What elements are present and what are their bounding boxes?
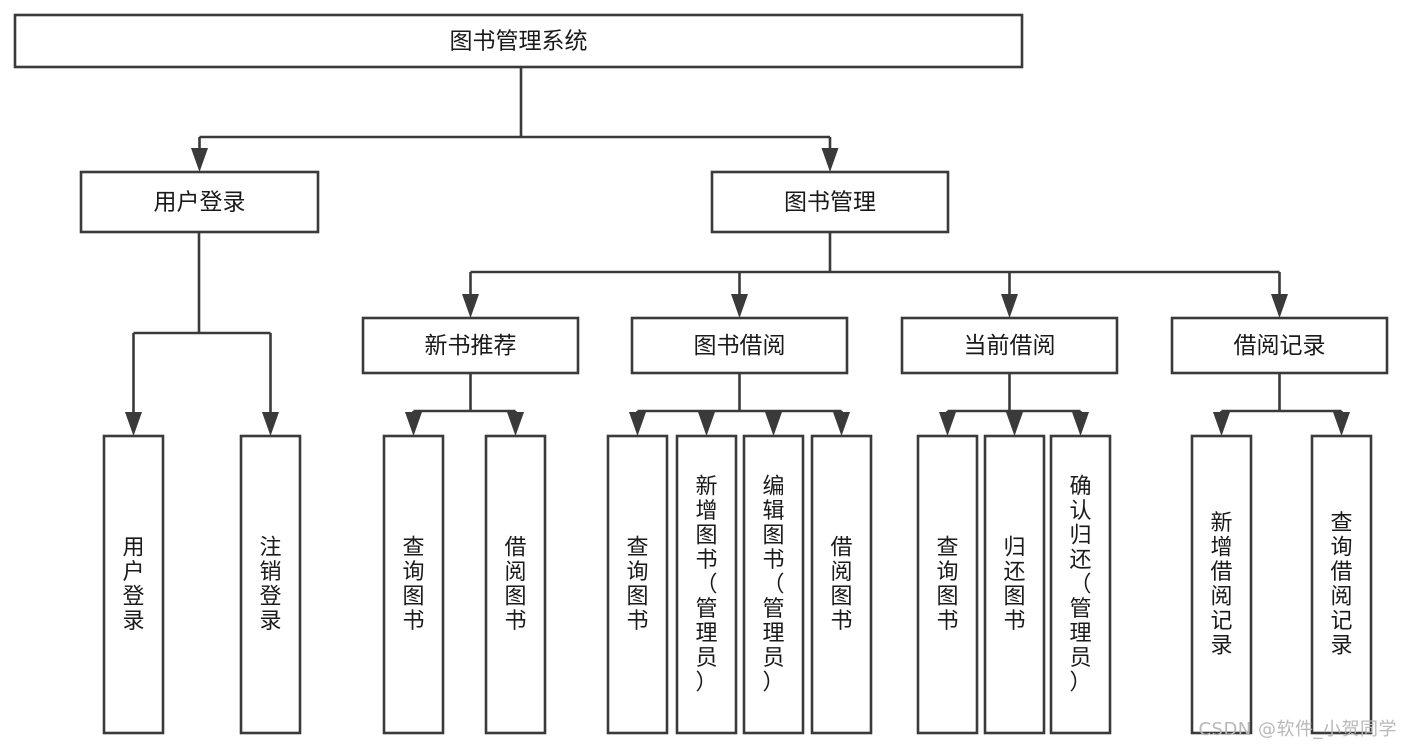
node-label-user-login: 用户登录: [154, 190, 246, 216]
arrow-down-icon-user-login-0: [125, 412, 142, 436]
node-leaf-query-borrow-record[interactable]: 查询借阅记录: [1310, 434, 1373, 735]
node-undefined[interactable]: 图书管理系统: [13, 13, 1024, 69]
node-leaf-user-login[interactable]: 用户登录: [102, 434, 165, 735]
node-leaf-confirm-return-admin[interactable]: 确认归还（管理员）: [1049, 434, 1112, 735]
arrow-down-icon-borrow-record-0: [1213, 412, 1230, 436]
node-leaf-query-book-current[interactable]: 查询图书: [916, 434, 979, 735]
node-label-new-book-recommend: 新书推荐: [425, 333, 517, 359]
node-box-book-manage: [710, 170, 950, 234]
arrow-down-icon-user-login-1: [262, 412, 279, 436]
node-box-leaf-user-logout: [239, 434, 302, 735]
node-leaf-add-book-admin[interactable]: 新增图书（管理员）: [675, 434, 738, 735]
node-label-undefined: 图书管理系统: [450, 29, 588, 55]
node-box-leaf-add-borrow-record: [1190, 434, 1253, 735]
node-book-manage[interactable]: 图书管理: [710, 170, 950, 234]
node-box-leaf-user-login: [102, 434, 165, 735]
node-new-book-recommend[interactable]: 新书推荐: [361, 316, 580, 375]
arrow-down-icon-book-manage-2: [1001, 294, 1018, 318]
node-label-leaf-borrow-book: 借阅图书: [830, 536, 852, 635]
node-label-leaf-add-book-admin: 新增图书（管理员）: [695, 474, 717, 695]
arrow-down-icon-book-manage-3: [1271, 294, 1288, 318]
node-box-leaf-query-book-current: [916, 434, 979, 735]
arrow-down-icon-new-book-recommend-0: [405, 412, 422, 436]
arrow-down-icon-book-borrow-3: [833, 412, 850, 436]
node-box-leaf-query-borrow-record: [1310, 434, 1373, 735]
arrow-down-icon-new-book-recommend-1: [507, 412, 524, 436]
node-label-leaf-user-login: 用户登录: [122, 536, 144, 635]
node-leaf-borrow-book-recommend[interactable]: 借阅图书: [484, 434, 547, 735]
node-book-borrow[interactable]: 图书借阅: [630, 316, 849, 375]
node-box-user-login: [79, 170, 320, 234]
arrow-down-icon-current-borrow-0: [939, 412, 956, 436]
node-box-leaf-borrow-book: [810, 434, 873, 735]
node-label-leaf-query-book-current: 查询图书: [936, 536, 958, 635]
node-label-leaf-add-borrow-record: 新增借阅记录: [1210, 511, 1232, 659]
arrow-down-icon-root-1: [821, 148, 839, 172]
node-label-borrow-record: 借阅记录: [1234, 333, 1326, 359]
arrow-down-icon-book-borrow-0: [629, 412, 646, 436]
node-label-leaf-borrow-book-recommend: 借阅图书: [504, 536, 526, 635]
node-box-new-book-recommend: [361, 316, 580, 375]
node-leaf-user-logout[interactable]: 注销登录: [239, 434, 302, 735]
node-label-leaf-query-borrow-record: 查询借阅记录: [1330, 511, 1352, 659]
node-leaf-return-book[interactable]: 归还图书: [983, 434, 1046, 735]
node-leaf-query-book-recommend[interactable]: 查询图书: [382, 434, 445, 735]
node-label-book-manage: 图书管理: [784, 190, 876, 216]
node-box-book-borrow: [630, 316, 849, 375]
node-leaf-add-borrow-record[interactable]: 新增借阅记录: [1190, 434, 1253, 735]
node-label-leaf-confirm-return-admin: 确认归还（管理员）: [1069, 474, 1091, 695]
arrow-down-icon-book-borrow-1: [698, 412, 715, 436]
node-leaf-query-book-borrow[interactable]: 查询图书: [606, 434, 669, 735]
node-box-leaf-query-book-recommend: [382, 434, 445, 735]
node-leaf-edit-book-admin[interactable]: 编辑图书（管理员）: [742, 434, 805, 735]
node-label-leaf-user-logout: 注销登录: [259, 536, 281, 635]
node-box-undefined: [13, 13, 1024, 69]
node-box-borrow-record: [1170, 316, 1389, 375]
node-box-leaf-confirm-return-admin: [1049, 434, 1112, 735]
node-label-leaf-query-book-borrow: 查询图书: [626, 536, 648, 635]
node-box-leaf-add-book-admin: [675, 434, 738, 735]
node-label-leaf-query-book-recommend: 查询图书: [402, 536, 424, 635]
node-box-current-borrow: [900, 316, 1119, 375]
csdn-watermark: CSDN @软件_小贺同学: [1198, 719, 1397, 740]
arrow-down-icon-current-borrow-2: [1072, 412, 1089, 436]
node-label-leaf-return-book: 归还图书: [1003, 536, 1025, 635]
connector-layer: [125, 67, 1350, 436]
arrow-down-icon-book-borrow-2: [765, 412, 782, 436]
node-label-current-borrow: 当前借阅: [964, 333, 1056, 359]
node-box-leaf-query-book-borrow: [606, 434, 669, 735]
arrow-down-icon-book-manage-1: [731, 294, 748, 318]
arrow-down-icon-book-manage-0: [462, 294, 479, 318]
node-label-book-borrow: 图书借阅: [694, 333, 786, 359]
arrow-down-icon-current-borrow-1: [1006, 412, 1023, 436]
node-box-leaf-return-book: [983, 434, 1046, 735]
arrow-down-icon-borrow-record-1: [1333, 412, 1350, 436]
node-current-borrow[interactable]: 当前借阅: [900, 316, 1119, 375]
node-box-leaf-edit-book-admin: [742, 434, 805, 735]
node-label-leaf-edit-book-admin: 编辑图书（管理员）: [762, 474, 784, 695]
node-box-leaf-borrow-book-recommend: [484, 434, 547, 735]
node-borrow-record[interactable]: 借阅记录: [1170, 316, 1389, 375]
node-leaf-borrow-book[interactable]: 借阅图书: [810, 434, 873, 735]
node-user-login[interactable]: 用户登录: [79, 170, 320, 234]
node-layer: 图书管理系统用户登录图书管理新书推荐图书借阅当前借阅借阅记录用户登录注销登录查询…: [13, 13, 1389, 735]
arrow-down-icon-root-0: [191, 148, 208, 172]
